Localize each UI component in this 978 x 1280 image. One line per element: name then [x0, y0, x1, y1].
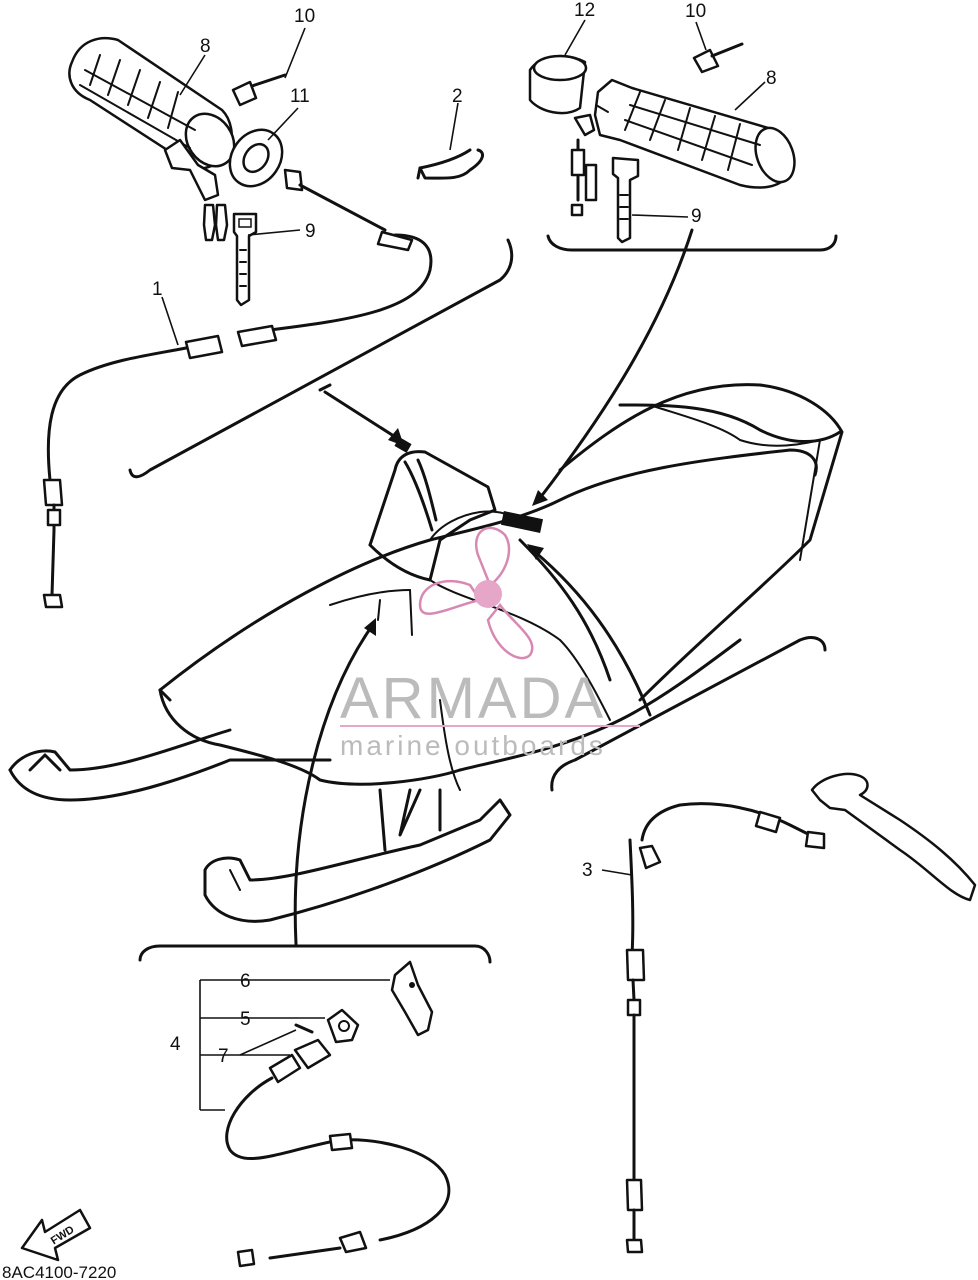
callout-10-right: 10 — [685, 1, 706, 22]
brake-cable-assembly — [625, 772, 977, 1254]
callout-8-right: 8 — [766, 68, 777, 89]
armada-watermark: ARMADA marine outboards — [340, 526, 640, 761]
callout-3: 3 — [582, 860, 593, 881]
callout-12: 12 — [574, 0, 595, 21]
watermark-brand: ARMADA — [340, 666, 606, 731]
callout-1: 1 — [152, 279, 163, 300]
callout-numbers: 10 8 11 2 9 1 12 10 8 9 3 6 5 4 7 — [152, 0, 777, 1067]
callout-2: 2 — [452, 86, 463, 107]
callout-9-right: 9 — [691, 206, 702, 227]
callout-9-left: 9 — [305, 221, 316, 242]
leader-arrows — [293, 228, 694, 946]
clip-part — [416, 148, 484, 180]
kill-switch-assembly — [199, 960, 451, 1268]
callout-7: 7 — [218, 1046, 229, 1067]
fwd-arrow-icon: FWD — [20, 1208, 92, 1262]
callout-5: 5 — [240, 1009, 251, 1030]
right-grip-assembly — [528, 42, 796, 244]
part-code: 8AC4100-7220 — [2, 1263, 116, 1280]
callout-4: 4 — [170, 1034, 181, 1055]
callout-8-left: 8 — [200, 36, 211, 57]
callout-6: 6 — [240, 971, 251, 992]
snowmobile-body — [8, 383, 844, 923]
callout-brackets — [128, 234, 838, 964]
left-grip-assembly — [42, 36, 433, 609]
callout-11: 11 — [290, 86, 310, 107]
watermark-tagline: marine outboards — [340, 730, 606, 761]
propeller-logo-icon — [418, 526, 534, 660]
callout-leaders — [161, 19, 766, 876]
callout-10-left: 10 — [294, 6, 315, 27]
